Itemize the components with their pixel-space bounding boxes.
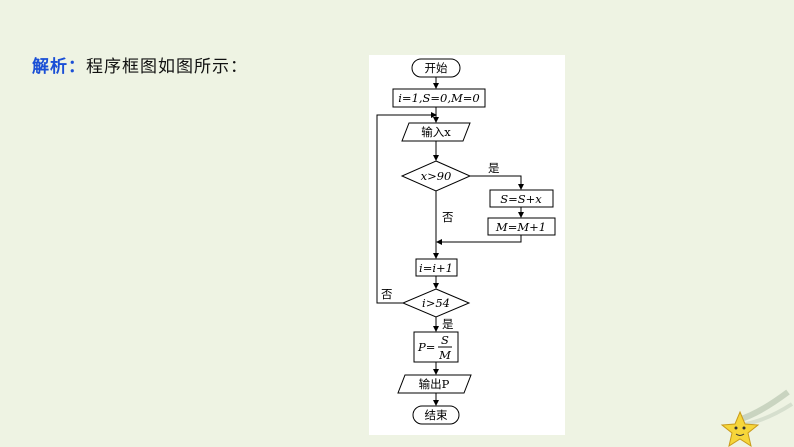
no-1-label: 否 [442,210,454,224]
arrow-cond1-yes [470,175,524,190]
init-box [392,88,486,108]
output-parallelogram [397,374,472,394]
compute-p-numerator: S [441,333,449,347]
output-label: 输出P [419,377,450,391]
solution-label: 解析： [32,57,86,77]
condition-2-label: i>54 [422,296,450,310]
step-m-label: M=M+1 [495,220,546,234]
solution-text: 程序框图如图所示： [86,57,248,77]
end-label: 结束 [425,408,448,422]
solution-heading: 解析：程序框图如图所示： [32,52,248,77]
condition-1-label: x>90 [421,169,452,183]
star-icon [720,389,794,447]
yes-2-label: 是 [442,317,454,331]
no-2-label: 否 [381,287,393,301]
arrow-m-merge [436,235,522,245]
step-s-label: S=S+x [500,192,542,206]
end-terminal [412,405,460,425]
start-label: 开始 [425,61,448,75]
input-label: 输入x [421,125,451,139]
compute-p-denominator: M [438,348,452,362]
arrow-loop-back [376,112,437,304]
input-parallelogram [401,122,471,142]
flowchart-panel [369,55,565,435]
init-label: i=1,S=0,M=0 [398,91,480,105]
yes-1-label: 是 [488,161,500,175]
step-i-label: i=i+1 [419,261,453,275]
compute-p-left: P= [417,340,435,354]
